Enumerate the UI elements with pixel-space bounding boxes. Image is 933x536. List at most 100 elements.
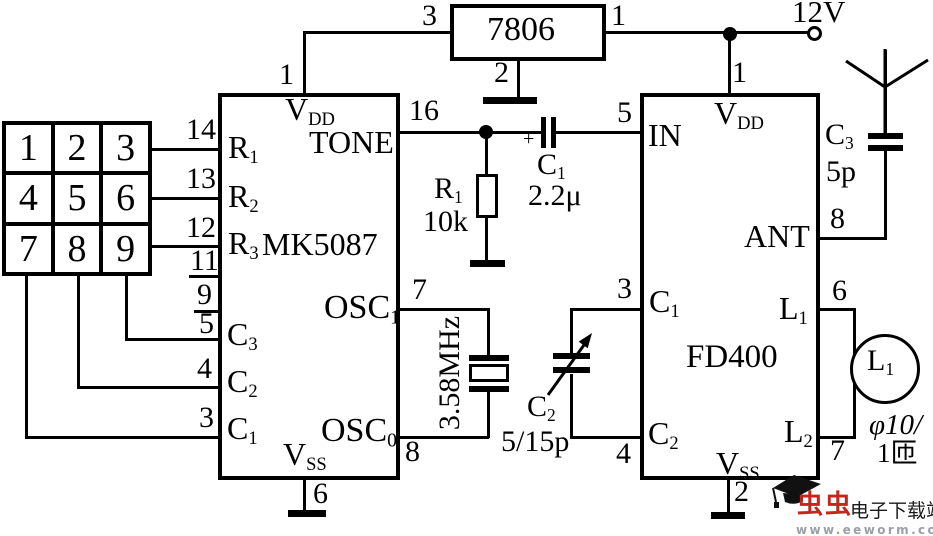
fd400-c2-text: C: [648, 415, 670, 451]
ground-r1: [470, 260, 505, 267]
mk5087-vdd-sub: DD: [308, 109, 335, 131]
pin-mk-4: 4: [197, 352, 212, 385]
mk5087-vss-text: V: [283, 436, 307, 472]
keypad-key-4[interactable]: 4: [4, 173, 53, 224]
keypad-key-7[interactable]: 7: [4, 223, 53, 274]
fd400-label-l1: L1: [779, 292, 808, 329]
watermark-brand: 虫虫: [797, 490, 854, 520]
ground-fd400: [711, 512, 745, 519]
label-c3: C3: [825, 120, 854, 152]
pin-fd-8: 8: [830, 202, 845, 235]
pin-fd-7: 7: [830, 434, 845, 467]
pin-mk-8: 8: [405, 435, 420, 468]
wire-tone: [400, 131, 543, 134]
wire-row1: [152, 148, 218, 151]
pin-7806-1: 1: [611, 0, 626, 32]
mk5087-label-c2: C2: [227, 365, 258, 402]
pin-mk-16: 16: [409, 94, 439, 127]
wire-xtal-top: [487, 308, 490, 357]
fd400-label-c2: C2: [648, 417, 679, 454]
varicap-plate-top: [553, 353, 590, 359]
wire-mk-vss: [303, 478, 306, 511]
watermark-site-name: 电子下载站: [850, 500, 933, 522]
ic-fd400: [640, 93, 820, 480]
ic-7806: [450, 4, 606, 61]
label-r1-sub: 1: [454, 186, 463, 207]
keypad-key-5[interactable]: 5: [52, 173, 102, 224]
pin-mk-13: 13: [186, 162, 216, 195]
mk5087-r2-sub: 2: [249, 196, 259, 218]
pin-mk-6: 6: [313, 477, 328, 510]
wire-xtal-bottom: [487, 390, 490, 438]
fd400-vss-sub: SS: [739, 463, 760, 485]
fd400-vss-text: V: [716, 445, 740, 481]
mk5087-r1-text: R: [228, 129, 250, 165]
keypad-key-8[interactable]: 8: [52, 223, 102, 274]
cap-c3-plate-bottom: [868, 145, 903, 151]
pin-fd-4: 4: [616, 437, 631, 470]
fd400-l1-sub: 1: [798, 308, 808, 330]
label-c1-value: 2.2μ: [528, 179, 582, 212]
label-c2-value: 5/15p: [501, 425, 570, 458]
mk5087-label-r3: R3: [228, 227, 259, 264]
keypad-key-2[interactable]: 2: [52, 123, 102, 174]
label-c2-sub: 2: [547, 404, 556, 425]
label-c3-ref: C: [825, 118, 846, 151]
wire-fd-vss: [727, 478, 730, 513]
fd400-name: FD400: [686, 339, 778, 375]
fd400-l2-text: L: [784, 413, 804, 449]
coil-l1: [850, 334, 920, 404]
junction-12v: [723, 27, 737, 41]
wire-l2-h: [820, 436, 856, 439]
wire-col2-h: [77, 386, 218, 389]
wire-fd-c2: [570, 436, 640, 439]
terminal-12v: [807, 26, 822, 41]
mk5087-label-vdd: VDD: [285, 93, 335, 130]
resistor-r1: [476, 174, 498, 218]
keypad-key-6[interactable]: 6: [101, 173, 150, 224]
label-c1-ref: C: [537, 148, 558, 181]
label-c2: C2: [527, 392, 556, 424]
label-c1: C1: [537, 150, 566, 182]
cap-c1-plate-right: [551, 117, 556, 148]
stub-pin9: [194, 310, 218, 313]
wire-fd-c1: [570, 308, 640, 311]
crystal-body: [469, 364, 509, 382]
watermark-site-url[interactable]: www.eeworm.com: [796, 523, 933, 536]
mk5087-label-c3: C3: [227, 318, 258, 355]
label-r1-ref: R: [434, 172, 455, 205]
pin-mk-9: 9: [197, 278, 212, 311]
wire-ant: [820, 237, 887, 240]
wire-7806-gnd: [517, 58, 520, 98]
supply-voltage-label: 12V: [792, 0, 846, 29]
pin-7806-3: 3: [422, 0, 437, 32]
label-c3-sub: 3: [845, 132, 854, 153]
mk5087-label-c1: C1: [227, 412, 258, 449]
mk5087-osc0-text: OSC: [321, 412, 388, 449]
mk5087-osc1-text: OSC: [324, 289, 391, 326]
mk5087-r3-sub: 3: [249, 243, 259, 265]
pin-mk-7: 7: [412, 273, 427, 306]
mk5087-vdd-text: V: [285, 91, 309, 127]
label-l1-spec2: 1匝: [877, 438, 918, 468]
keypad-key-1[interactable]: 1: [4, 123, 53, 174]
cap-c1-plate-left: [541, 117, 546, 148]
wire-osc1: [400, 308, 489, 311]
mk5087-r1-sub: 1: [249, 147, 259, 169]
wire-row3: [152, 245, 218, 248]
wire-fd400-vdd: [728, 31, 731, 93]
pin-mk-1: 1: [279, 58, 294, 91]
ground-mk5087: [288, 510, 326, 517]
label-l1-spec1: φ10/: [869, 409, 923, 441]
wire-r1-top: [485, 131, 488, 175]
wire-osc0: [400, 436, 489, 439]
wire-vdd-v: [303, 31, 306, 93]
cap-c3-plate-top: [868, 133, 903, 139]
keypad-key-3[interactable]: 3: [101, 123, 150, 174]
pin-fd-6: 6: [832, 274, 847, 307]
pin-fd-5: 5: [617, 96, 632, 129]
keypad-key-9[interactable]: 9: [101, 223, 150, 274]
mk5087-name: MK5087: [262, 226, 378, 262]
wire-col2-v: [77, 276, 80, 388]
